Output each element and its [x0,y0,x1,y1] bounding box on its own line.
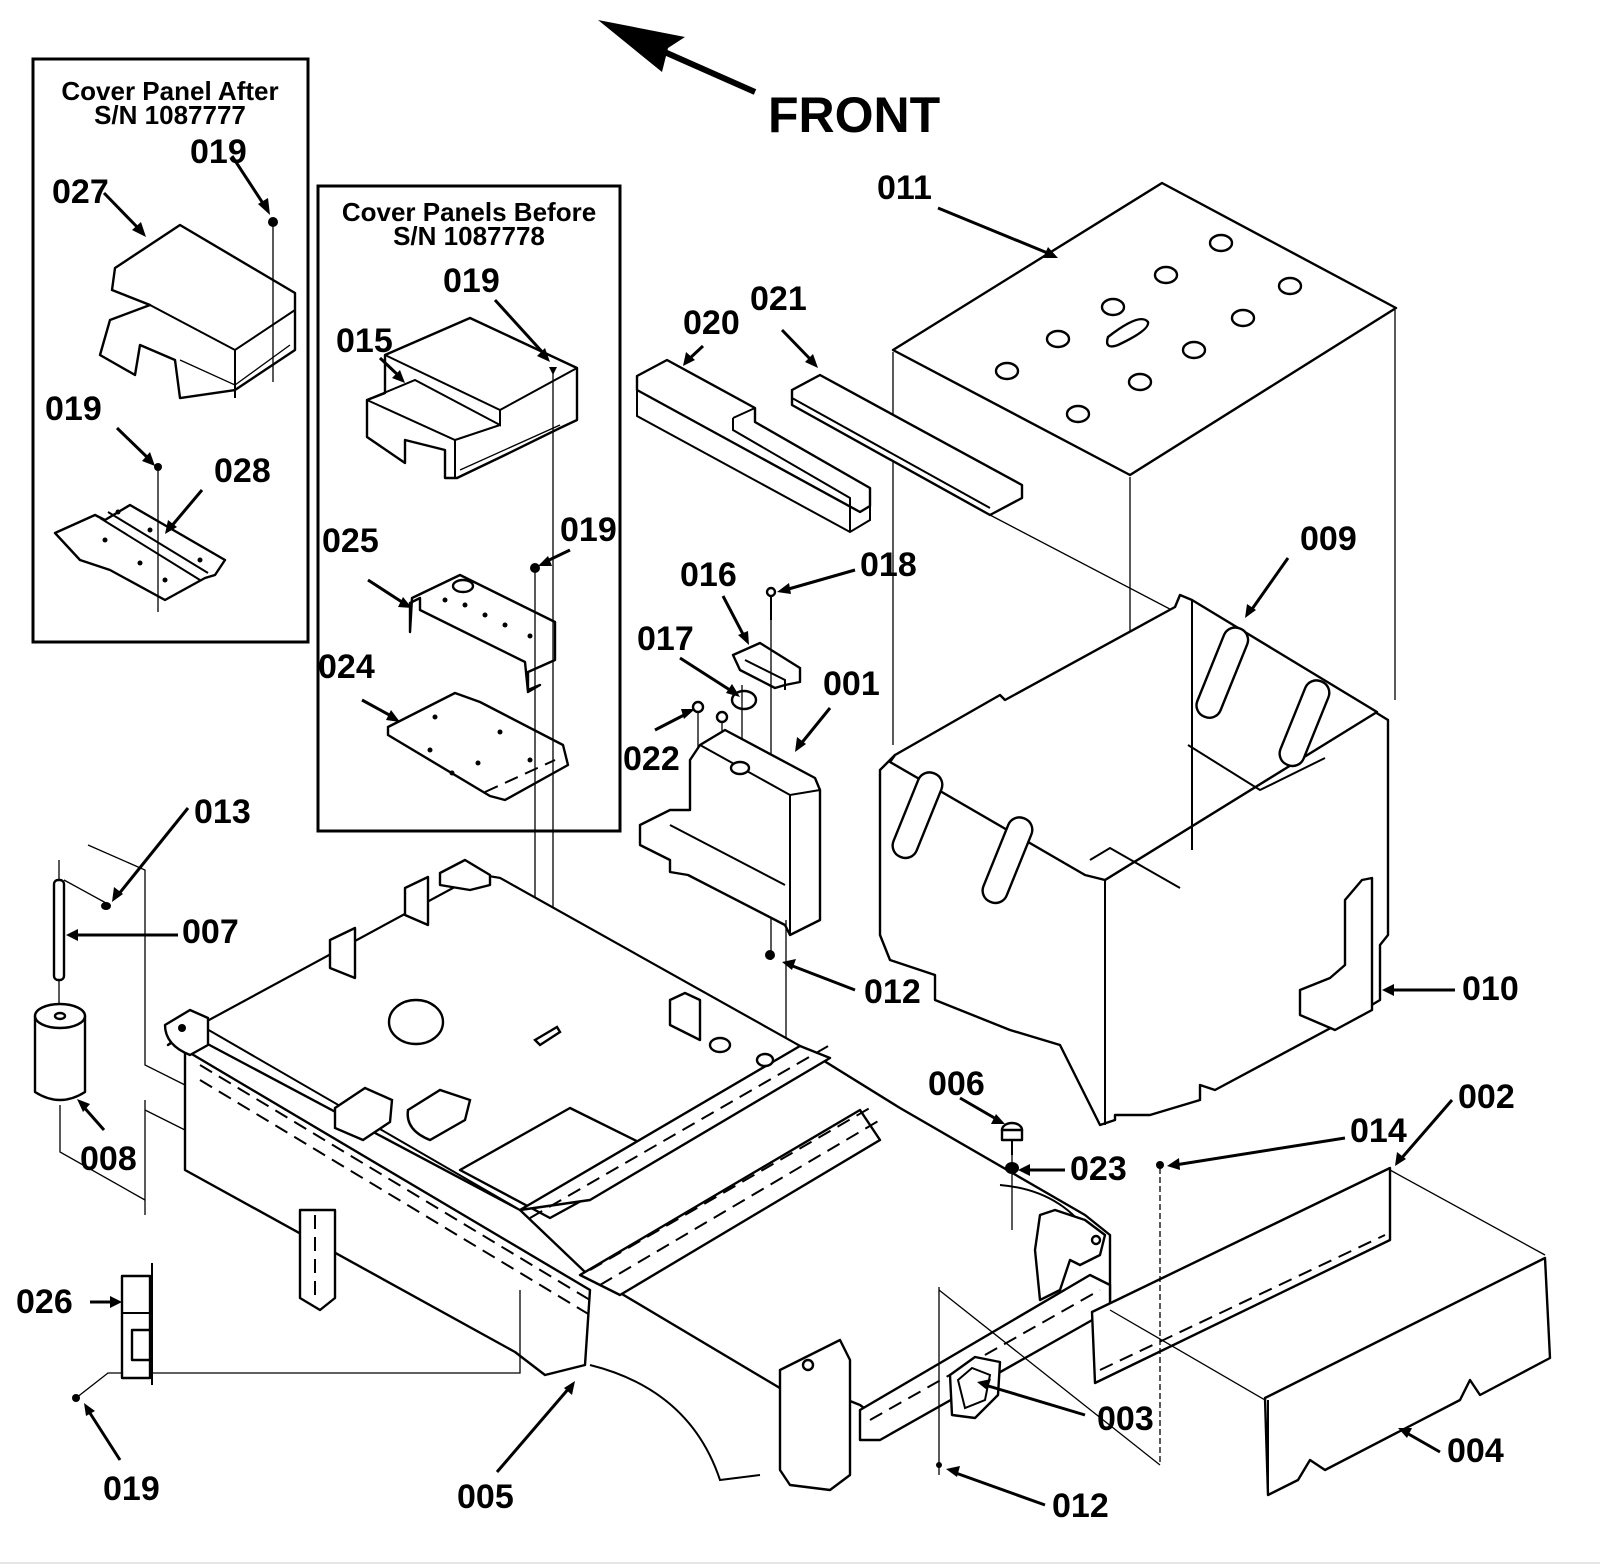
callout-028[interactable]: 028 [214,452,271,490]
part-003-tow-eye[interactable] [948,1355,1002,1420]
part-013-nut[interactable] [63,844,186,1086]
callout-009[interactable]: 009 [1300,520,1357,558]
part-006-bolt[interactable] [1000,1121,1024,1230]
page-edge-divider [0,1562,1600,1564]
callout-012[interactable]: 012 [1052,1487,1109,1525]
callout-023[interactable]: 023 [1070,1150,1127,1188]
front-indicator: FRONT [598,20,940,143]
callout-021[interactable]: 021 [750,280,807,318]
callout-022[interactable]: 022 [623,740,680,778]
leader-arrow-icon [230,155,268,209]
part-008-bushing[interactable] [33,1002,146,1201]
part-011-top-cover[interactable] [891,181,1398,880]
inset-before-title-line2: S/N 1087778 [393,221,545,251]
callouts: 011 020 021 009 016 018 017 001 022 013 … [16,169,1519,1525]
callout-014[interactable]: 014 [1350,1112,1407,1150]
part-023-washer[interactable] [1005,1162,1019,1174]
part-009-battery-box[interactable] [878,593,1390,1127]
callout-001[interactable]: 001 [823,665,880,703]
inset-cover-panels-before: Cover Panels Before S/N 1087778 [316,184,622,1040]
part-014-screw[interactable] [1156,1161,1164,1465]
callout-004[interactable]: 004 [1447,1432,1504,1470]
callout-020[interactable]: 020 [683,304,740,342]
callout-015[interactable]: 015 [336,322,393,360]
inset-cover-panel-after: Cover Panel After S/N 1087777 01 [31,57,310,644]
callout-002[interactable]: 002 [1458,1078,1515,1116]
callout-005[interactable]: 005 [457,1478,514,1516]
callout-012[interactable]: 012 [864,973,921,1011]
callout-019[interactable]: 019 [45,390,102,428]
inset-before-title-line1: Cover Panels Before [342,197,596,227]
callout-026[interactable]: 026 [16,1283,73,1321]
part-025-bracket[interactable] [408,573,557,694]
callout-017[interactable]: 017 [637,620,694,658]
part-005-main-frame[interactable] [163,858,1112,1492]
part-027-cover-panel[interactable] [98,223,297,400]
callout-024[interactable]: 024 [318,648,375,686]
callout-019[interactable]: 019 [560,511,617,549]
part-010-hold-down-bracket[interactable] [1298,876,1374,1032]
callout-018[interactable]: 018 [860,546,917,584]
callout-010[interactable]: 010 [1462,970,1519,1008]
arrow-up-left-icon [598,20,757,95]
part-028-bracket-plate[interactable] [53,503,227,602]
part-007-pin[interactable] [52,860,66,1005]
inset-after-title-line2: S/N 1087777 [94,100,246,130]
callout-013[interactable]: 013 [194,793,251,831]
callout-008[interactable]: 008 [80,1140,137,1178]
callout-003[interactable]: 003 [1097,1400,1154,1438]
part-016-clamp[interactable] [731,641,802,690]
part-020-seal-strip[interactable] [635,358,872,534]
fastener-019-e[interactable] [72,1372,122,1402]
fastener-019-b[interactable] [154,463,162,612]
callout-019[interactable]: 019 [443,262,500,300]
part-015-stepped-cover[interactable] [365,316,579,480]
callout-019[interactable]: 019 [103,1470,160,1508]
callout-011[interactable]: 011 [877,169,932,207]
callout-006[interactable]: 006 [928,1065,985,1103]
callout-016[interactable]: 016 [680,556,737,594]
inset-after-title-line1: Cover Panel After [61,76,278,106]
part-012-screw-b[interactable] [936,1462,942,1468]
fastener-019-a[interactable] [268,217,278,382]
callout-007[interactable]: 007 [182,913,239,951]
part-024-base-plate[interactable] [386,691,570,802]
part-004-bottom-shield[interactable] [1263,1256,1552,1497]
part-001-mount-bracket[interactable] [638,728,822,937]
callout-027[interactable]: 027 [52,173,109,211]
part-026-bracket[interactable] [120,1263,521,1385]
callout-025[interactable]: 025 [322,522,379,560]
front-label: FRONT [768,87,940,143]
arrowhead-icon [258,198,270,215]
part-002-side-shield[interactable] [1090,1166,1546,1401]
part-021-seal-strip[interactable] [790,373,1211,631]
